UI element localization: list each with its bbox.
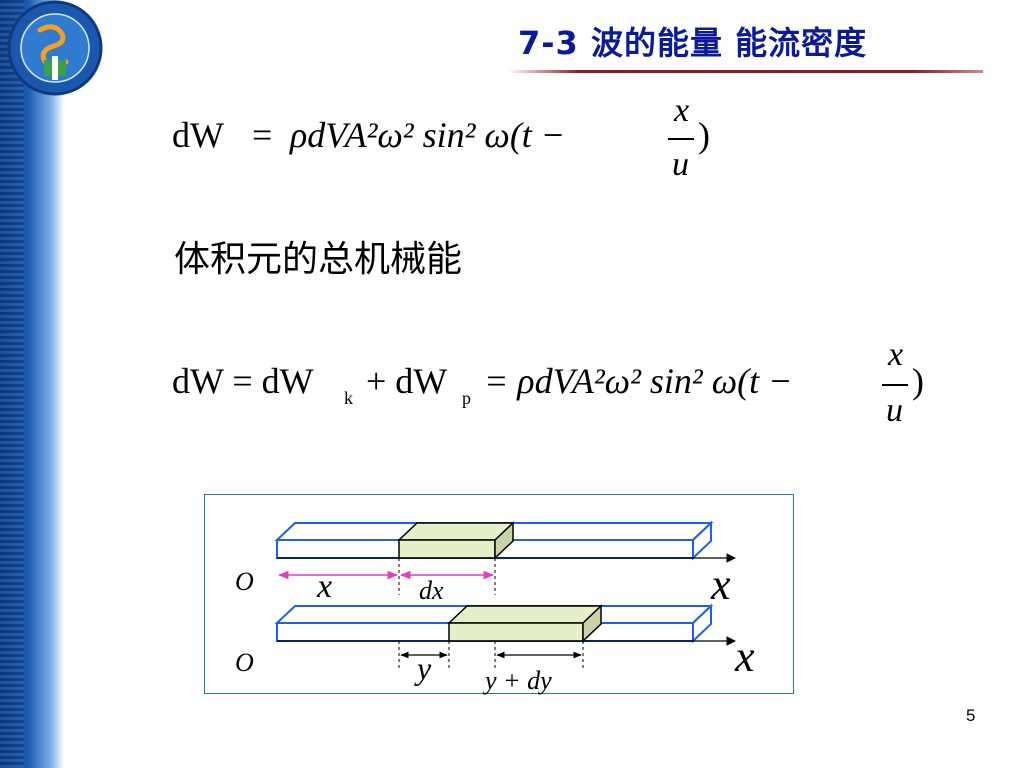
formula1-fraction-denominator: u [672, 146, 689, 183]
label-x: x [316, 568, 332, 605]
label-y: y [414, 650, 432, 686]
formula1-body: ρdVA²ω² sin² ω(t − [290, 115, 566, 155]
page-number: 5 [966, 706, 976, 725]
top-volume-element [397, 521, 515, 560]
formula1-lhs: dW [172, 115, 224, 155]
formula2-fraction-denominator: u [886, 392, 903, 429]
section-heading: 体积元的总机械能 [174, 239, 463, 280]
left-stripe-pattern [0, 0, 24, 768]
formula2-body: = ρdVA²ω² sin² ω(t − [484, 361, 793, 401]
axis-label-top: x [710, 560, 731, 609]
formula1-fraction-numerator: x [674, 92, 690, 129]
formula2-close-paren: ) [912, 361, 924, 401]
formula2-subscript-k: k [344, 388, 353, 408]
formula1-fraction-bar [668, 138, 694, 140]
formula1-equals: = [252, 115, 273, 155]
formula2-subscript-p: p [462, 388, 471, 408]
formula1-close-paren: ) [698, 115, 710, 155]
label-y-plus-dy: y + dy [482, 666, 552, 695]
formula2-lhs: dW = dW [172, 361, 314, 401]
rod-diagram: O x dx x O y y + dy x [204, 494, 794, 695]
axis-label-bottom: x [734, 632, 755, 681]
formula2-fraction-numerator: x [888, 336, 904, 373]
formula2-plus-dwp: + dW [366, 361, 448, 401]
title-underline [508, 70, 983, 73]
label-dx: dx [419, 576, 444, 605]
origin-label-bottom: O [235, 648, 254, 677]
bottom-volume-element [447, 604, 603, 643]
university-logo-icon [7, 0, 103, 96]
origin-label-top: O [235, 567, 254, 596]
slide-title: 7-3 波的能量 能流密度 [518, 24, 868, 62]
formula2-fraction-bar [882, 384, 908, 386]
